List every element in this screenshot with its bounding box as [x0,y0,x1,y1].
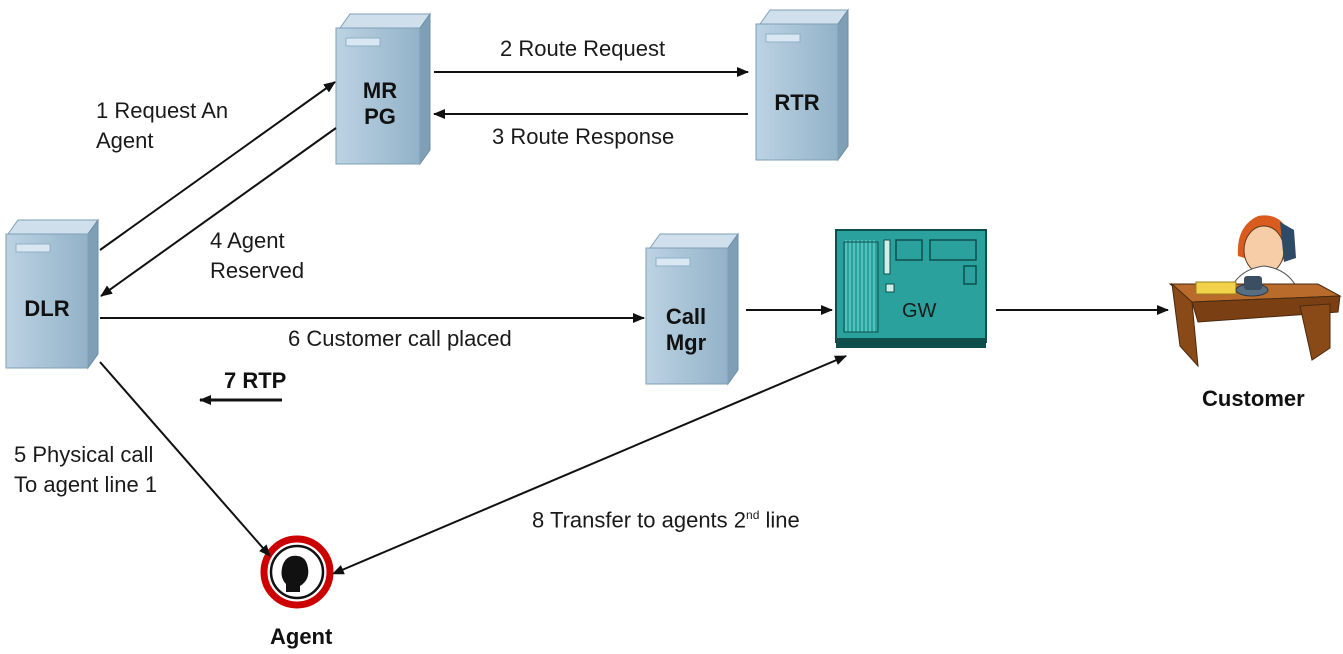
step-8-label: 8 Transfer to agents 2nd line [532,500,800,535]
step-5-line1: 5 Physical call [14,442,154,467]
step-1-line1: 1 Request An [96,98,229,123]
step-1-line2: Agent [96,128,154,153]
arrow-agent-reserved [100,127,337,297]
gw-label: GW [902,300,937,322]
rtr-label: RTR [774,90,820,115]
dlr-server-icon [5,218,99,370]
mr-pg-label-line1: MR [362,78,398,103]
mr-pg-server-icon [335,12,431,166]
step-4-label: 4 Agent Reserved [210,226,304,286]
step-8-sup: nd [746,508,760,522]
step-6-label: 6 Customer call placed [288,326,512,351]
gateway-board-icon [835,229,987,348]
call-mgr-label-line2: Mgr [665,330,707,355]
mr-pg-label-line2: PG [364,104,396,129]
step-2-label: 2 Route Request [500,36,666,61]
customer-label: Customer [1202,386,1305,411]
arrow-physical-call [99,361,271,557]
rtr-server-icon [755,8,849,162]
step-1-label: 1 Request An Agent [96,96,228,156]
step-4-line2: Reserved [210,258,305,283]
call-mgr-label-line1: Call [665,304,707,329]
dlr-label: DLR [24,296,70,321]
step-7-label: 7 RTP [224,368,287,393]
step-5-label: 5 Physical call To agent line 1 [14,440,157,500]
step-4-line1: 4 Agent [210,228,285,253]
agent-label: Agent [270,624,333,649]
step-5-line2: To agent line 1 [14,472,158,497]
arrow-transfer-line-two [331,355,847,575]
agent-headset-icon [260,535,334,609]
mr-pg-label: MR PG [340,78,420,130]
step-8-prefix: 8 Transfer to agents 2 [532,507,747,533]
customer-icon [1168,215,1342,368]
arrow-request-agent [99,81,336,251]
step-3-label: 3 Route Response [492,124,675,149]
call-mgr-label: Call Mgr [646,304,726,356]
step-8-suffix: line [759,507,800,533]
